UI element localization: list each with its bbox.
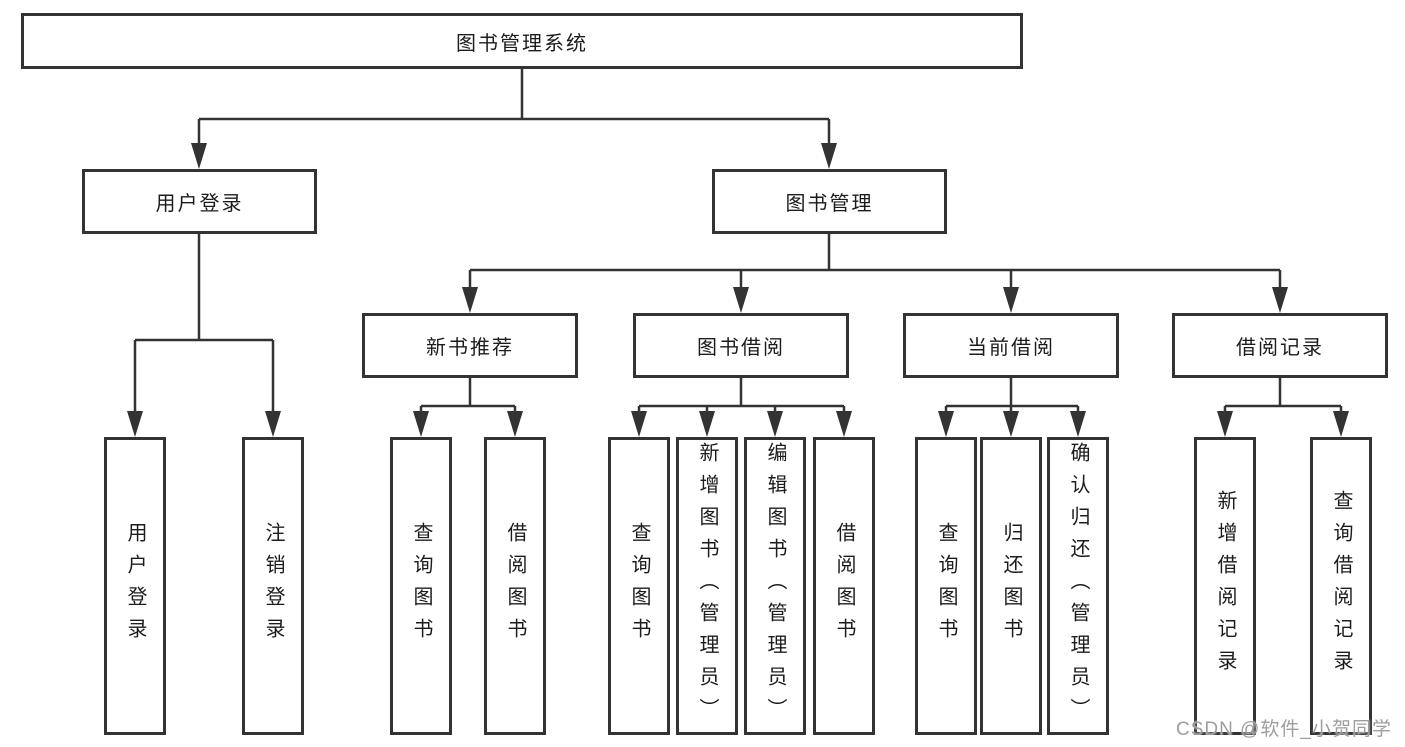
arrowhead-down xyxy=(938,411,954,437)
node-borrowing-records: 借阅记录 xyxy=(1172,313,1388,378)
arrowhead-down xyxy=(1070,411,1086,437)
node-book-management: 图书管理 xyxy=(712,169,947,234)
node-current-borrowing: 当前借阅 xyxy=(903,313,1119,378)
arrowhead-down xyxy=(1333,411,1349,437)
arrowhead-down xyxy=(836,411,852,437)
arrowhead-down xyxy=(1272,287,1288,313)
arrowhead-down xyxy=(733,287,749,313)
arrowhead-down xyxy=(1217,411,1233,437)
leaf-query-books-recommend: 查询图书 xyxy=(390,437,452,735)
leaf-add-borrow-record: 新增借阅记录 xyxy=(1194,437,1256,735)
leaf-return-books: 归还图书 xyxy=(980,437,1042,735)
leaf-edit-books-admin: 编辑图书（管理员） xyxy=(744,437,806,735)
leaf-user-login: 用户登录 xyxy=(104,437,166,735)
leaf-query-books-current: 查询图书 xyxy=(915,437,977,735)
arrowhead-down xyxy=(1003,287,1019,313)
leaf-query-borrow-record: 查询借阅记录 xyxy=(1310,437,1372,735)
leaf-logout: 注销登录 xyxy=(242,437,304,735)
arrowhead-down xyxy=(462,287,478,313)
arrowhead-down xyxy=(1003,411,1019,437)
leaf-add-books-admin: 新增图书（管理员） xyxy=(676,437,738,735)
arrowhead-down xyxy=(127,411,143,437)
arrowhead-down xyxy=(191,143,207,169)
arrowhead-down xyxy=(767,411,783,437)
arrowhead-down xyxy=(413,411,429,437)
leaf-borrow-books: 借阅图书 xyxy=(813,437,875,735)
arrowhead-down xyxy=(507,411,523,437)
arrowhead-down xyxy=(821,143,837,169)
leaf-query-books-borrowing: 查询图书 xyxy=(608,437,670,735)
leaf-borrow-books-recommend: 借阅图书 xyxy=(484,437,546,735)
node-new-book-recommendation: 新书推荐 xyxy=(362,313,578,378)
node-book-borrowing: 图书借阅 xyxy=(633,313,849,378)
watermark: CSDN @软件_小贺同学 xyxy=(1176,719,1392,740)
leaf-confirm-return-admin: 确认归还（管理员） xyxy=(1047,437,1109,735)
arrowhead-down xyxy=(631,411,647,437)
node-user-login: 用户登录 xyxy=(82,169,317,234)
arrowhead-down xyxy=(265,411,281,437)
node-library-management-system: 图书管理系统 xyxy=(21,13,1023,69)
arrowhead-down xyxy=(699,411,715,437)
